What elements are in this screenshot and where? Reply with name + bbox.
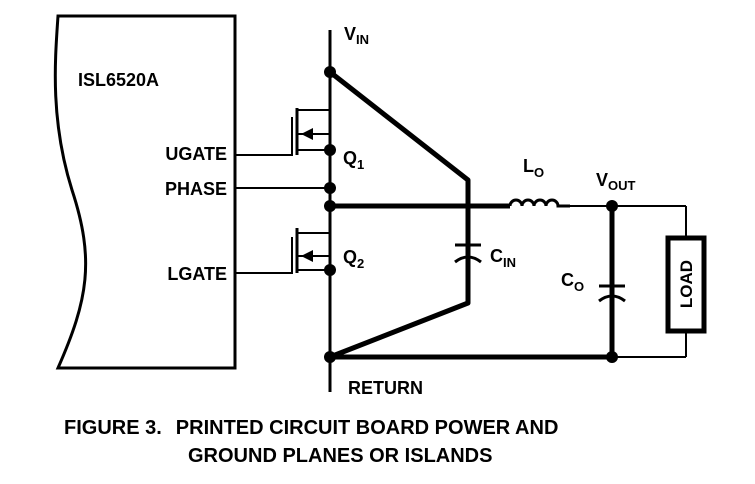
co-label: CO: [561, 270, 584, 294]
caption-text-1: PRINTED CIRCUIT BOARD POWER AND: [175, 417, 559, 439]
pin-leads: [235, 117, 330, 274]
ugate-wire: [235, 117, 293, 156]
return-label: RETURN: [348, 378, 423, 398]
load-label: LOAD: [677, 260, 696, 308]
pin-lgate-label: LGATE: [167, 264, 227, 284]
load-box: [665, 235, 707, 334]
ic-name: ISL6520A: [78, 70, 159, 90]
junction-dots: [324, 66, 618, 363]
figure-caption: FIGURE 3. PRINTED CIRCUIT BOARD POWER AND…: [0, 414, 755, 470]
power-plane: [328, 70, 612, 360]
pin-phase-label: PHASE: [165, 179, 227, 199]
vin-label: VIN: [344, 24, 369, 47]
capacitor-co: [598, 284, 626, 303]
capacitor-cin: [454, 243, 482, 264]
ic-block: [53, 14, 237, 370]
caption-line-2: GROUND PLANES OR ISLANDS: [188, 445, 493, 467]
mosfet-q2: [295, 228, 330, 273]
mosfet-q1: [295, 108, 330, 155]
vout-label: VOUT: [596, 170, 636, 193]
cin-label: CIN: [490, 246, 516, 270]
lgate-wire: [235, 237, 293, 274]
figure-number: FIGURE 3.: [64, 417, 162, 439]
caption-line-1: FIGURE 3. PRINTED CIRCUIT BOARD POWER AND: [0, 414, 755, 442]
q1-label: Q1: [343, 148, 364, 172]
pin-ugate-label: UGATE: [165, 144, 227, 164]
output-rail: [570, 205, 687, 358]
lo-label: LO: [523, 156, 544, 180]
inductor-lo: [508, 198, 570, 208]
q2-label: Q2: [343, 247, 364, 271]
circuit-schematic: ISL6520A UGATE PHASE LGATE: [53, 14, 707, 398]
